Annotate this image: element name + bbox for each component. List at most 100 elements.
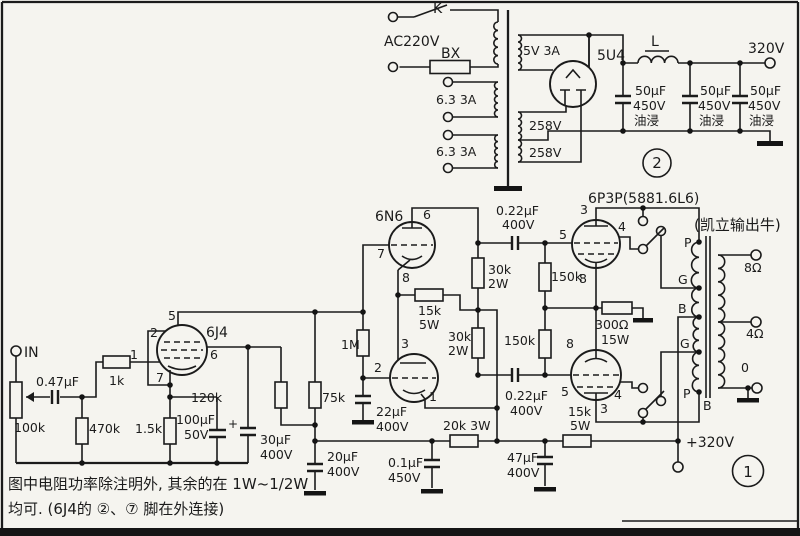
grid-res-upper-label: 150k bbox=[551, 269, 583, 284]
mains-switch-arm bbox=[413, 4, 448, 18]
res-20k-label: 20k 3W bbox=[443, 418, 490, 433]
plate-load-label: 120k bbox=[191, 390, 223, 405]
cathode-cap-100uf bbox=[209, 428, 226, 439]
ground-icon bbox=[304, 491, 326, 496]
pt-heater-coil-1 bbox=[493, 81, 499, 118]
mains-terminal-2 bbox=[387, 61, 399, 73]
fcap3-value: 50µF bbox=[750, 83, 781, 98]
pin-label: 8 bbox=[566, 336, 574, 351]
coupling-cap-voltage: 400V bbox=[502, 217, 535, 232]
resistor-20k-3w bbox=[449, 434, 479, 448]
mains-label: AC220V bbox=[384, 34, 440, 50]
cap-30uf bbox=[240, 426, 256, 437]
ground-icon bbox=[421, 489, 443, 494]
pin-label: 5 bbox=[561, 384, 569, 399]
cathode-cap-voltage: 50V bbox=[184, 427, 209, 442]
mode-switch-contact bbox=[637, 407, 649, 419]
heater-terminal bbox=[442, 111, 454, 123]
fcap3-voltage: 450V bbox=[748, 98, 781, 113]
fcap2-voltage: 450V bbox=[698, 98, 731, 113]
speaker-terminal-4ohm bbox=[750, 316, 762, 328]
rectifier-tube-5u4 bbox=[549, 60, 597, 108]
output-transformer: (凯立输出牛) P G B G P B 8Ω 4Ω 0 bbox=[678, 216, 781, 413]
cap-01-label: 0.1µF bbox=[388, 455, 423, 470]
grid-res-lower-label: 150k bbox=[504, 333, 536, 348]
pin-label: 5 bbox=[559, 227, 567, 242]
resistor-1.5k bbox=[163, 417, 177, 445]
choke-label: L bbox=[651, 34, 659, 50]
ot-primary-coil bbox=[690, 241, 700, 393]
note-line-1: 图中电阻功率除注明外, 其余的在 1W~1/2W bbox=[8, 475, 308, 493]
tap-label: G bbox=[680, 336, 690, 351]
ground-icon bbox=[757, 141, 783, 146]
supply-rail: 20k 3W 15k 5W 0.1µF 450V 47µF 400V +320V… bbox=[315, 404, 765, 494]
junction-dots bbox=[79, 32, 751, 466]
coupling-network: 0.22µF 400V 150k 0.22µF 400V 150k bbox=[496, 203, 583, 418]
bottom-bar bbox=[0, 528, 800, 536]
mains-terminal-1 bbox=[387, 11, 399, 23]
ot-name: (凯立输出牛) bbox=[694, 216, 781, 234]
input-terminal bbox=[10, 345, 22, 357]
pot-label: 100k bbox=[14, 420, 46, 435]
fcap3-type: 油浸 bbox=[749, 113, 774, 128]
volume-pot bbox=[9, 381, 23, 419]
pin-label: 7 bbox=[377, 246, 385, 261]
cap-polarity: + bbox=[228, 417, 238, 431]
pin-label: 5 bbox=[168, 308, 176, 323]
grid-stopper-label: 1k bbox=[109, 373, 125, 388]
cathode-res-label: 1.5k bbox=[135, 421, 163, 436]
mode-switch-contact bbox=[637, 382, 649, 394]
pin-label: 4 bbox=[618, 219, 626, 234]
output-tube-type: 6P3P(5881.6L6) bbox=[588, 191, 699, 207]
notes: 图中电阻功率除注明外, 其余的在 1W~1/2W 均可. (6J4的 ②、⑦ 脚… bbox=[8, 475, 308, 518]
pot-wiper-arrow-icon bbox=[26, 392, 34, 402]
grid-res-label: 1M bbox=[341, 337, 360, 352]
heater2-label: 6.3 3A bbox=[436, 144, 477, 159]
mode-switch-pole bbox=[655, 395, 667, 407]
speaker-terminal-0 bbox=[751, 382, 763, 394]
tube-6n6-label: 6N6 bbox=[375, 209, 403, 225]
tap-label: P bbox=[684, 235, 692, 250]
b-plus-tap-terminal bbox=[672, 461, 684, 473]
res-30k-label: 30k bbox=[448, 329, 472, 344]
pin-label: 8 bbox=[579, 271, 587, 286]
pin-label: 3 bbox=[600, 401, 608, 416]
output-stage: 6P3P(5881.6L6) 5 3 4 8 8 5 4 3 300Ω 15W bbox=[559, 191, 700, 473]
rect-heater-label: 5V 3A bbox=[523, 43, 560, 58]
heater-terminal bbox=[442, 129, 454, 141]
heater-terminal bbox=[442, 76, 454, 88]
switch-label: K bbox=[433, 1, 443, 17]
resistor-150k-upper bbox=[538, 262, 552, 292]
screen-feed-label: 75k bbox=[322, 390, 346, 405]
cap-47-voltage: 400V bbox=[507, 465, 540, 480]
pin-label: 2 bbox=[150, 325, 158, 340]
cap-0.1uf bbox=[424, 458, 440, 469]
pt-hv-coil-1 bbox=[517, 111, 523, 141]
output-tube-upper bbox=[571, 219, 621, 269]
mode-switch-arm-lower bbox=[645, 390, 665, 410]
hv2-label: 258V bbox=[529, 145, 562, 160]
resistor-470k bbox=[75, 417, 89, 445]
coupling-cap-label: 0.22µF bbox=[505, 388, 548, 403]
cap-47-label: 47µF bbox=[507, 450, 538, 465]
pt-primary-coil bbox=[493, 21, 499, 65]
b-plus-out-label: 320V bbox=[748, 41, 785, 57]
cap-20uf-voltage: 400V bbox=[327, 464, 360, 479]
ot-core bbox=[705, 236, 711, 398]
res-30k-label: 30k bbox=[488, 262, 512, 277]
pin-label: 8 bbox=[402, 270, 410, 285]
section-marker-1-circle bbox=[731, 454, 765, 488]
pt-hv-coil-2 bbox=[517, 139, 523, 163]
sec-0-label: 0 bbox=[741, 360, 749, 375]
coupling-cap-lower bbox=[510, 368, 520, 382]
tap-label: B bbox=[678, 301, 687, 316]
resistor-30k-lower bbox=[471, 327, 485, 359]
resistor-300ohm bbox=[601, 301, 633, 315]
pin-label: 7 bbox=[156, 370, 164, 385]
input-stage: IN 100k 0.47µF 1k 6J4 5 2 1 6 7 470k 1.5… bbox=[9, 308, 363, 496]
resistor-120k bbox=[274, 381, 288, 409]
fcap2-value: 50µF bbox=[700, 83, 731, 98]
